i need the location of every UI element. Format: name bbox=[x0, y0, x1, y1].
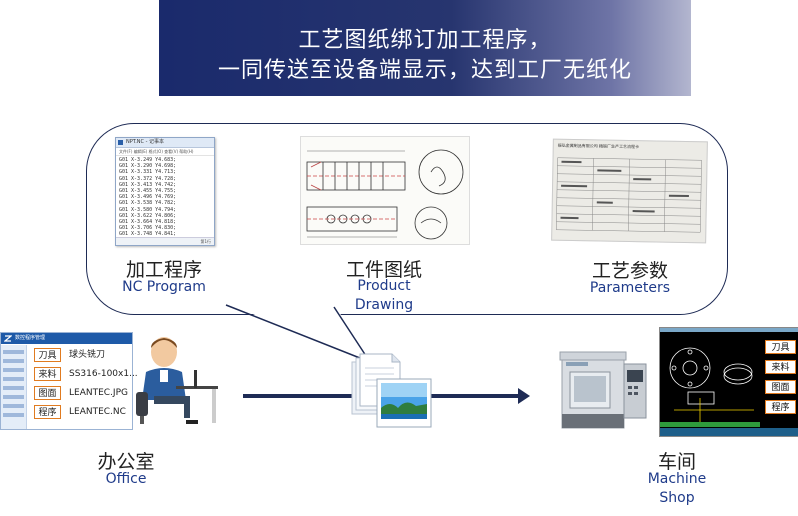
office-app-title: 数控程序管理 bbox=[15, 335, 46, 341]
screen-button-program[interactable]: 程序 bbox=[765, 400, 796, 414]
nc-code-line: G01 X-3.496 Y4.769; bbox=[119, 194, 177, 201]
notepad-icon bbox=[118, 140, 123, 145]
office-app-header: 数控程序管理 bbox=[1, 333, 132, 344]
transfer-arrow-head bbox=[518, 388, 530, 404]
office-label-zh: 办公室 bbox=[97, 451, 155, 473]
nc-code-text: G01 X-3.249 Y4.683;G01 X-3.290 Y4.698;G0… bbox=[116, 156, 214, 239]
title-banner: 工艺图纸绑订加工程序， 一同传送至设备端显示，达到工厂无纸化 bbox=[159, 0, 691, 96]
parameters-label-en: Parameters bbox=[589, 280, 671, 296]
nc-code-line: G01 X-3.580 Y4.794; bbox=[119, 206, 177, 213]
nc-code-line: G01 X-3.748 Y4.841; bbox=[119, 231, 177, 238]
nc-program-window: NPT.NC - 记事本 文件(F) 编辑(E) 格式(O) 查看(V) 帮助(… bbox=[115, 137, 215, 246]
nc-code-line: G01 X-3.664 Y4.818; bbox=[119, 219, 177, 226]
machine-screen: 刀具 来料 图面 程序 bbox=[659, 327, 798, 437]
nc-program-label-en: NC Program bbox=[122, 279, 206, 295]
office-tag-material[interactable]: 来料 bbox=[34, 367, 61, 381]
screen-button-drawing[interactable]: 图面 bbox=[765, 380, 796, 394]
nc-code-line: G01 X-3.372 Y4.728; bbox=[119, 175, 177, 182]
params-table bbox=[556, 157, 702, 233]
nc-program-label-zh: 加工程序 bbox=[125, 259, 202, 281]
office-app-window: 数控程序管理 刀具 球头铣刀 来料 SS316-100x1... 图面 LEAN… bbox=[0, 332, 138, 430]
office-value-drawing: LEANTEC.JPG bbox=[69, 388, 128, 398]
product-drawing-image bbox=[300, 136, 470, 245]
banner-line-1: 工艺图纸绑订加工程序， bbox=[298, 28, 552, 53]
office-tag-tool[interactable]: 刀具 bbox=[34, 348, 61, 362]
screen-button-tool[interactable]: 刀具 bbox=[765, 340, 796, 354]
banner-line-2: 一同传送至设备端显示，达到工厂无纸化 bbox=[217, 58, 632, 83]
nc-code-line: G01 X-3.455 Y4.755; bbox=[119, 188, 177, 195]
product-drawing-label-zh: 工件图纸 bbox=[345, 259, 422, 281]
nc-code-line: G01 X-3.538 Y4.782; bbox=[119, 200, 177, 207]
nc-window-menu: 文件(F) 编辑(E) 格式(O) 查看(V) 帮助(H) bbox=[116, 148, 214, 156]
shop-label-en-1: Machine bbox=[647, 471, 707, 487]
screen-button-material[interactable]: 来料 bbox=[765, 360, 796, 374]
app-logo-icon bbox=[4, 335, 12, 342]
cnc-machine-icon bbox=[559, 351, 647, 429]
product-drawing-label-en-1: Product bbox=[357, 278, 411, 294]
office-app-sidebar bbox=[1, 345, 27, 429]
process-parameters-sheet: 振弘金属制品有限公司 精锻厂生产工艺流程卡 bbox=[551, 138, 708, 244]
office-tag-program[interactable]: 程序 bbox=[34, 405, 61, 419]
shop-label-en-2: Shop bbox=[659, 490, 695, 506]
office-worker-icon bbox=[136, 337, 218, 424]
office-value-material: SS316-100x1... bbox=[69, 369, 138, 379]
office-label-en: Office bbox=[105, 471, 147, 487]
drawing-graphic bbox=[306, 149, 464, 240]
nc-code-line: G01 X-3.290 Y4.698; bbox=[119, 163, 177, 170]
nc-code-line: G01 X-3.622 Y4.806; bbox=[119, 212, 177, 219]
nc-code-line: G01 X-3.331 Y4.713; bbox=[119, 169, 177, 176]
office-tag-drawing[interactable]: 图面 bbox=[34, 386, 61, 400]
product-drawing-label-en-2: Drawing bbox=[354, 297, 414, 313]
nc-status: 第1行 bbox=[116, 237, 214, 245]
nc-window-title: NPT.NC - 记事本 bbox=[126, 139, 165, 145]
nc-code-line: G01 X-3.706 Y4.830; bbox=[119, 225, 177, 232]
nc-code-line: G01 X-3.249 Y4.683; bbox=[119, 157, 177, 163]
nc-window-titlebar: NPT.NC - 记事本 bbox=[116, 138, 214, 148]
machine-screen-graphic bbox=[660, 328, 798, 436]
nc-code-line: G01 X-3.413 Y4.742; bbox=[119, 181, 177, 188]
parameters-label-zh: 工艺参数 bbox=[591, 260, 668, 282]
office-value-program: LEANTEC.NC bbox=[69, 407, 126, 417]
landscape-image-icon bbox=[376, 378, 432, 428]
office-value-tool: 球头铣刀 bbox=[69, 350, 106, 360]
shop-label-zh: 车间 bbox=[657, 451, 696, 473]
